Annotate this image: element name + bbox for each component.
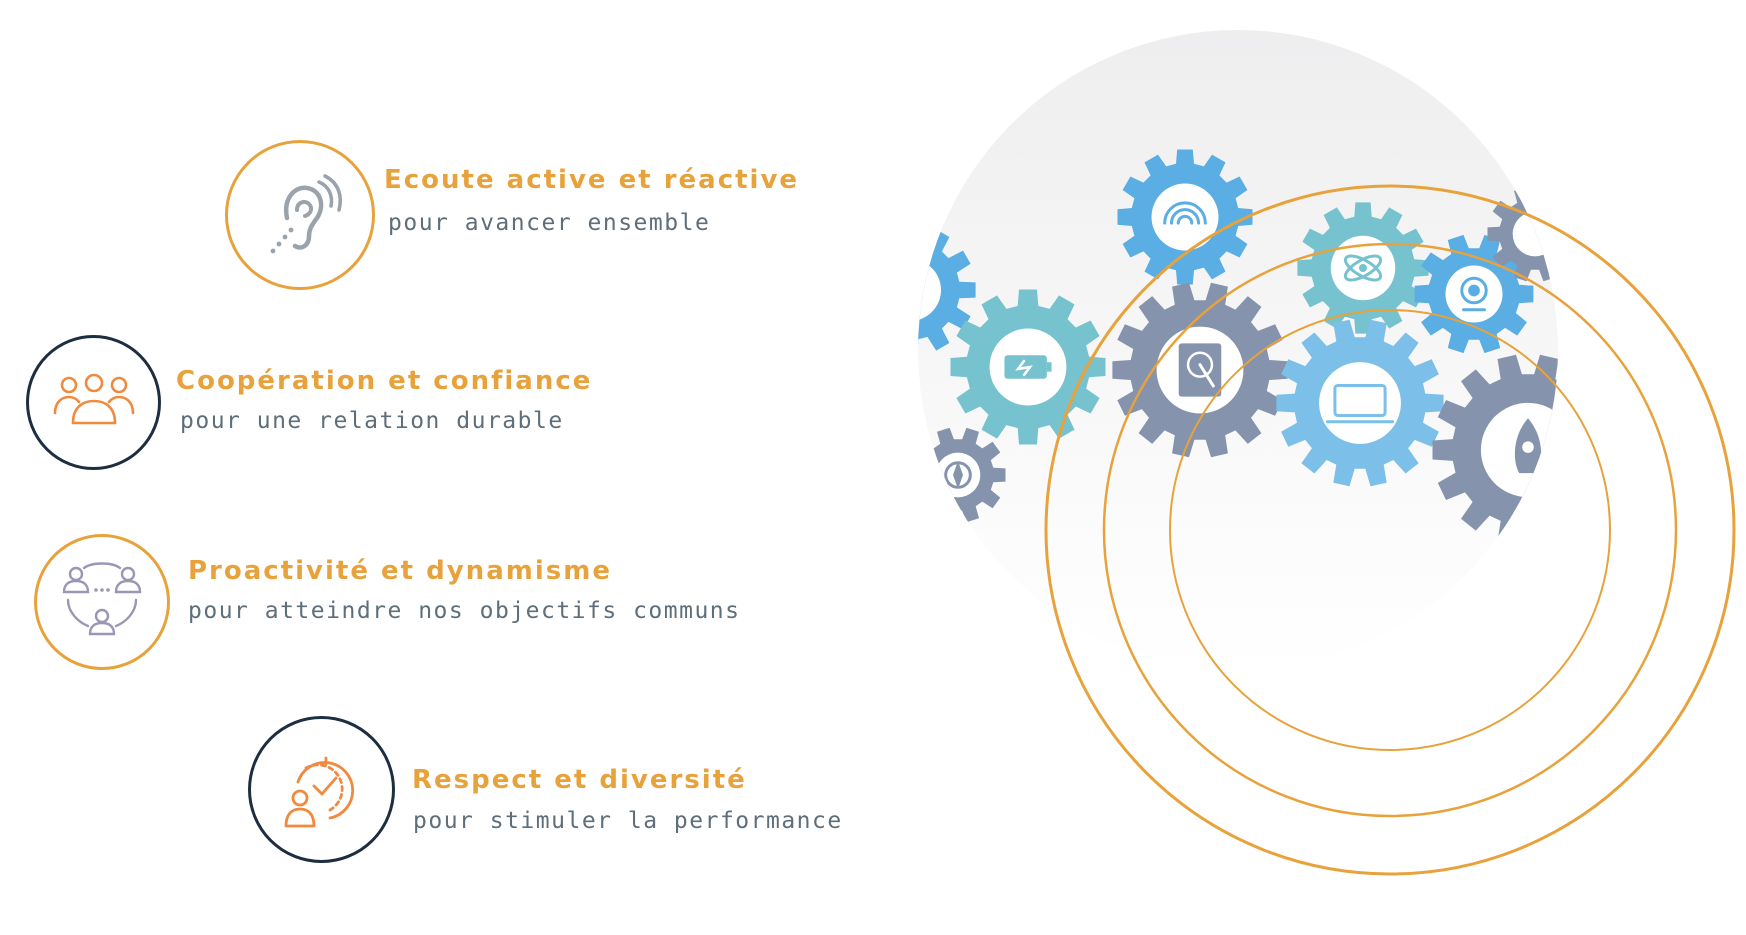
- connected-people-icon: [62, 562, 142, 636]
- battery-icon: [1004, 355, 1052, 379]
- fingerprint-icon: [1163, 200, 1207, 225]
- orange-ring-inner: [1169, 309, 1611, 751]
- orange-ring-middle: [1102, 242, 1678, 818]
- person-clock-icon: [284, 756, 354, 827]
- value-title-ecoute: Ecoute active et réactive: [384, 165, 800, 195]
- gear: [950, 289, 1106, 445]
- value-subtitle-cooperation: pour une relation durable: [180, 408, 564, 434]
- gear: [1112, 282, 1288, 458]
- webcam-icon: [1460, 276, 1488, 312]
- value-icon-ring-respect: [248, 716, 395, 863]
- value-subtitle-proactivite: pour atteindre nos objectifs communs: [188, 598, 741, 624]
- value-icon-ring-cooperation: [26, 335, 161, 470]
- laptop-icon: [1325, 383, 1395, 424]
- team-group-icon: [53, 373, 134, 424]
- gear-hub: [1319, 362, 1401, 444]
- value-icon-ring-proactivite: [34, 534, 170, 670]
- gears-illustration: [918, 30, 1736, 876]
- value-subtitle-respect: pour stimuler la performance: [413, 808, 843, 834]
- gear: [1297, 202, 1429, 334]
- value-title-proactivite: Proactivité et dynamisme: [188, 556, 612, 586]
- value-icon-ring-ecoute: [225, 140, 375, 290]
- value-title-cooperation: Coopération et confiance: [176, 366, 593, 396]
- gear: [1276, 319, 1444, 487]
- value-title-respect: Respect et diversité: [412, 765, 747, 795]
- orange-ring-outer: [1044, 184, 1736, 876]
- rocket-icon: [1514, 418, 1542, 474]
- value-subtitle-ecoute: pour avancer ensemble: [388, 210, 711, 236]
- atom-icon: [1343, 254, 1383, 282]
- hard-drive-icon: [1178, 343, 1222, 397]
- hearing-ear-icon: [270, 174, 342, 254]
- compass-icon: [944, 460, 972, 490]
- gear: [1117, 149, 1253, 285]
